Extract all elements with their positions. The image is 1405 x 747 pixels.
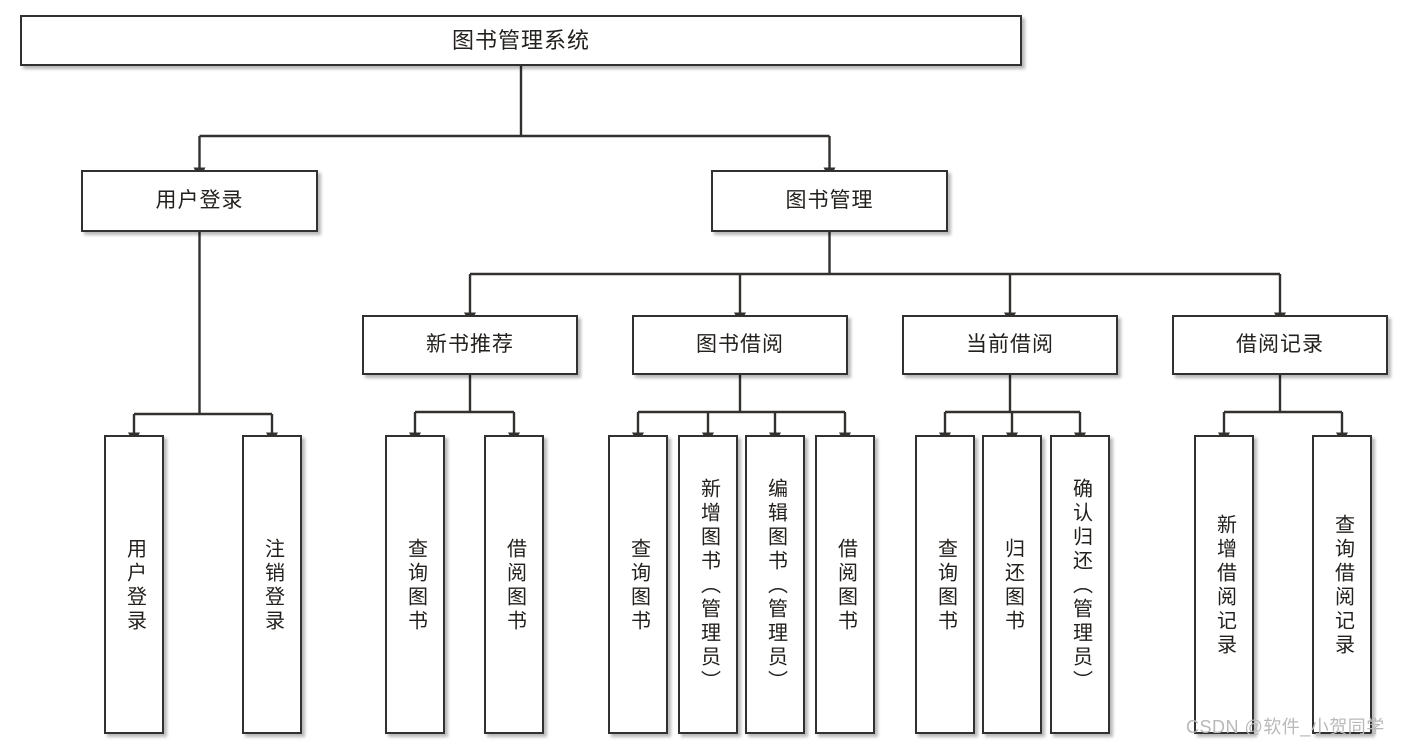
leaf-user-login[interactable]: 用户登录 (104, 435, 164, 734)
node-label: 注销登录 (261, 537, 284, 634)
leaf-add-borrow-record[interactable]: 新增借阅记录 (1194, 435, 1254, 734)
leaf-query-book-recommend[interactable]: 查询图书 (385, 435, 445, 734)
node-label: 当前借阅 (966, 332, 1054, 356)
node-label: 确认归还（管理员） (1069, 477, 1092, 694)
node-label: 借阅记录 (1236, 332, 1324, 356)
leaf-query-book-current[interactable]: 查询图书 (915, 435, 975, 734)
node-book-management[interactable]: 图书管理 (711, 170, 948, 232)
leaf-query-book-borrow[interactable]: 查询图书 (608, 435, 668, 734)
leaf-query-borrow-record[interactable]: 查询借阅记录 (1312, 435, 1372, 734)
node-label: 查询借阅记录 (1331, 513, 1354, 658)
node-label: 查询图书 (934, 537, 957, 634)
node-label: 查询图书 (404, 537, 427, 634)
leaf-return-book[interactable]: 归还图书 (982, 435, 1042, 734)
node-label: 查询图书 (627, 537, 650, 634)
node-new-book-recommend[interactable]: 新书推荐 (362, 315, 578, 375)
leaf-logout-login[interactable]: 注销登录 (242, 435, 302, 734)
node-label: 用户登录 (155, 188, 244, 212)
node-label: 借阅图书 (834, 537, 857, 634)
leaf-borrow-book-recommend[interactable]: 借阅图书 (484, 435, 544, 734)
node-current-borrow[interactable]: 当前借阅 (902, 315, 1118, 375)
node-label: 归还图书 (1001, 537, 1024, 634)
node-label: 用户登录 (123, 537, 146, 634)
node-root[interactable]: 图书管理系统 (20, 15, 1022, 66)
node-label: 新增图书（管理员） (697, 477, 720, 694)
node-label: 编辑图书（管理员） (764, 477, 787, 694)
watermark: CSDN @软件_小贺同学 (1186, 717, 1385, 737)
node-label: 借阅图书 (503, 537, 526, 634)
node-borrow-record[interactable]: 借阅记录 (1172, 315, 1388, 375)
leaf-add-book-admin[interactable]: 新增图书（管理员） (678, 435, 738, 734)
node-label: 新增借阅记录 (1213, 513, 1236, 658)
node-label: 图书管理系统 (451, 27, 590, 53)
node-book-borrow[interactable]: 图书借阅 (632, 315, 848, 375)
node-label: 图书借阅 (696, 332, 784, 356)
node-label: 新书推荐 (426, 332, 514, 356)
leaf-edit-book-admin[interactable]: 编辑图书（管理员） (745, 435, 805, 734)
node-label: 图书管理 (785, 188, 874, 212)
node-user-login[interactable]: 用户登录 (81, 170, 318, 232)
leaf-confirm-return-admin[interactable]: 确认归还（管理员） (1050, 435, 1110, 734)
leaf-borrow-book[interactable]: 借阅图书 (815, 435, 875, 734)
